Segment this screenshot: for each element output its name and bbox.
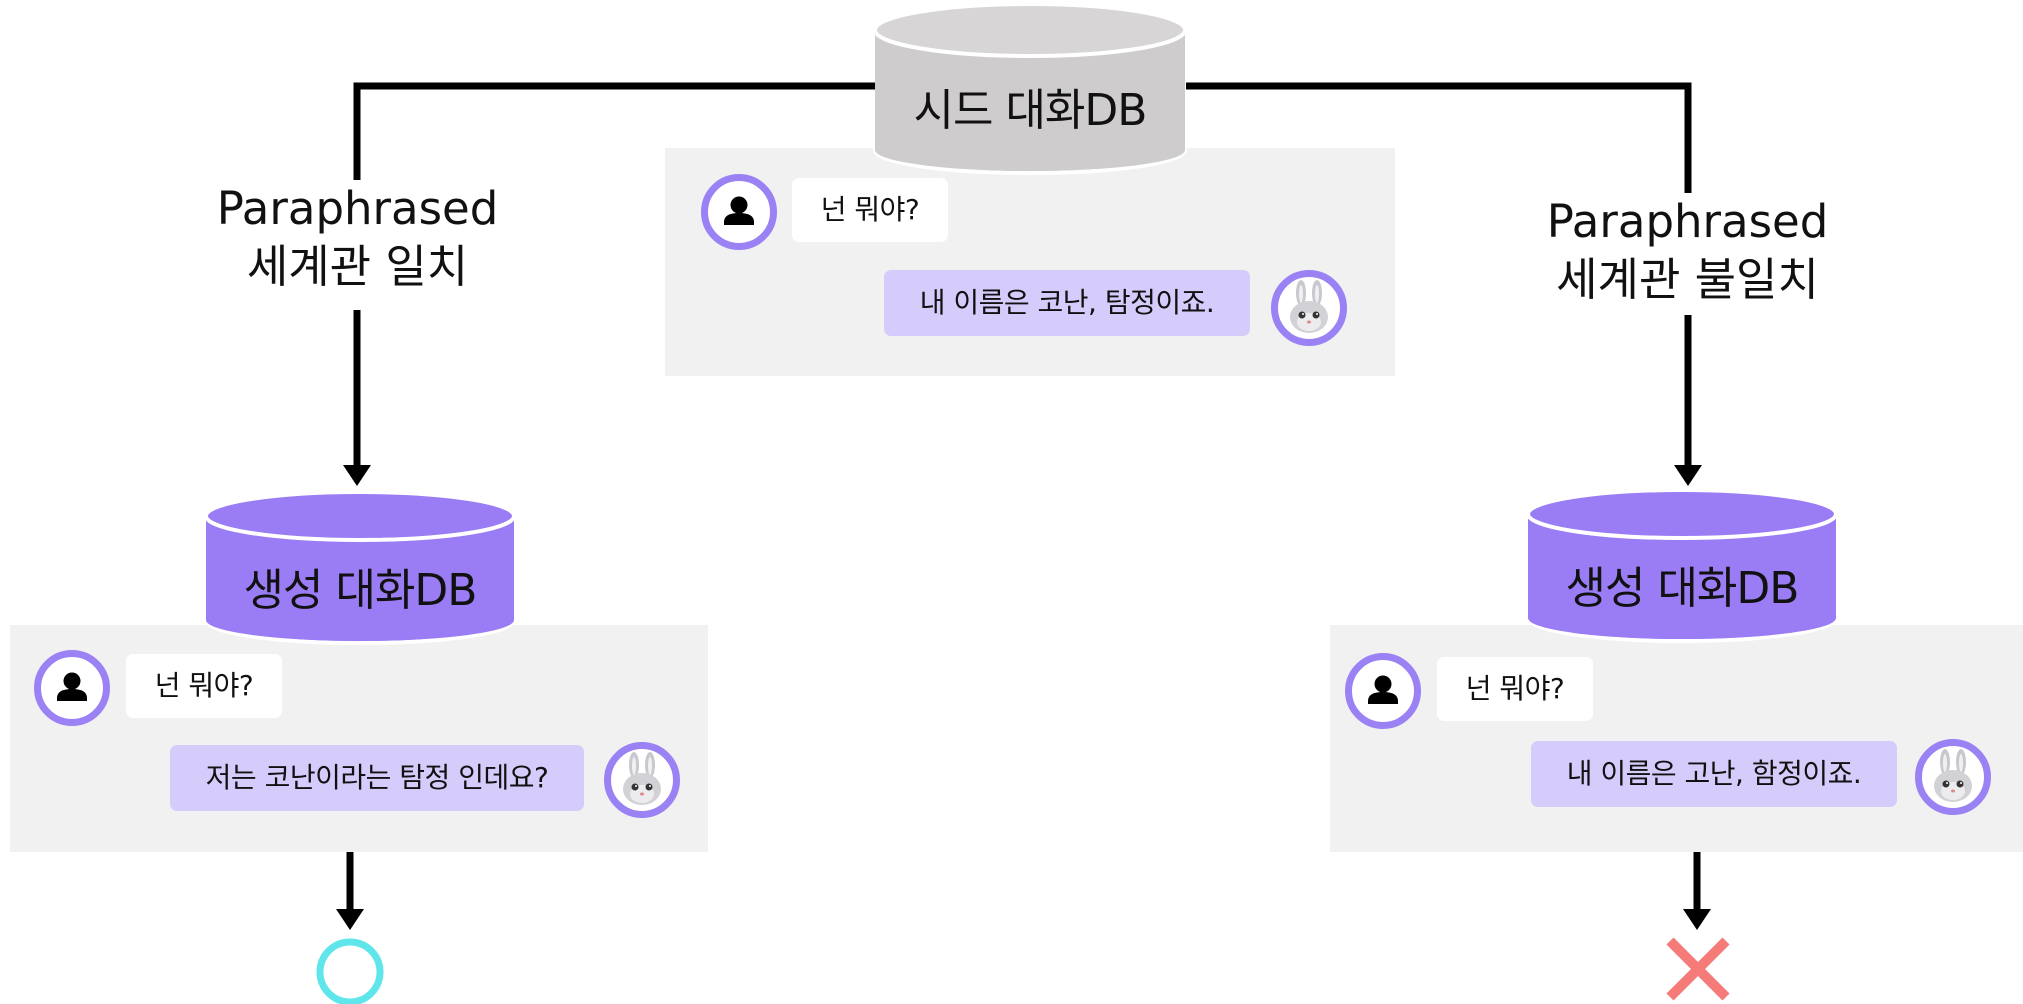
seed-db-cylinder: 시드 대화DB xyxy=(872,0,1188,176)
user-avatar-icon xyxy=(57,672,87,701)
bunny-avatar-icon xyxy=(1290,280,1328,333)
right-user-avatar xyxy=(1345,653,1421,729)
edge-label-mismatch: Paraphrased 세계관 불일치 xyxy=(1530,193,1845,315)
seed-db-label: 시드 대화DB xyxy=(913,85,1148,136)
arrowhead-right xyxy=(1674,465,1702,486)
left-bot-avatar xyxy=(604,742,680,818)
seed-bot-avatar xyxy=(1271,270,1347,346)
user-avatar-icon xyxy=(724,196,754,225)
edge-label-match-line1: Paraphrased xyxy=(216,182,499,235)
seed-bot-message: 내 이름은 코난, 탐정이죠. xyxy=(884,270,1250,336)
right-db-label: 생성 대화DB xyxy=(1565,563,1800,614)
edge-label-mismatch-line2: 세계관 불일치 xyxy=(1556,253,1819,306)
connector-left xyxy=(353,82,880,466)
left-generated-db-cylinder: 생성 대화DB xyxy=(203,488,517,648)
right-chat-panel xyxy=(1330,625,2023,852)
cylinder-shape xyxy=(873,2,1187,175)
left-bot-message: 저는 코난이라는 탐정 인데요? xyxy=(170,745,584,811)
user-avatar-icon xyxy=(1368,675,1398,704)
left-chat-panel xyxy=(10,625,708,852)
left-user-message: 넌 뭐야? xyxy=(126,654,282,718)
edge-label-mismatch-line1: Paraphrased xyxy=(1546,195,1829,248)
bunny-avatar-icon xyxy=(1934,749,1972,802)
seed-user-avatar xyxy=(701,174,777,250)
edge-label-match: Paraphrased 세계관 일치 xyxy=(205,180,510,310)
arrowhead-left xyxy=(343,465,371,486)
cross-x-icon xyxy=(1666,937,1730,1001)
right-user-message: 넌 뭐야? xyxy=(1437,657,1593,721)
circle-o-icon xyxy=(316,938,384,1004)
left-user-avatar xyxy=(34,650,110,726)
cylinder-shape xyxy=(1526,488,1838,643)
right-bot-message: 내 이름은 고난, 함정이죠. xyxy=(1531,741,1897,807)
cylinder-shape xyxy=(204,490,516,645)
seed-user-message: 넌 뭐야? xyxy=(792,178,948,242)
left-db-label: 생성 대화DB xyxy=(243,565,478,616)
arrowhead-right-result xyxy=(1683,909,1711,930)
connector-right xyxy=(1186,82,1692,466)
arrowhead-left-result xyxy=(336,909,364,930)
right-bot-avatar xyxy=(1915,739,1991,815)
seed-chat-panel xyxy=(665,148,1395,376)
bunny-avatar-icon xyxy=(623,752,661,805)
right-generated-db-cylinder: 생성 대화DB xyxy=(1525,486,1839,646)
edge-label-match-line2: 세계관 일치 xyxy=(246,240,469,293)
